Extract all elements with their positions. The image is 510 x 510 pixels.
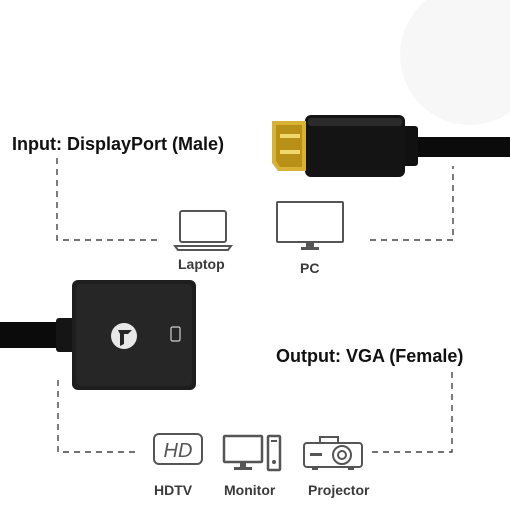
pc-label: PC — [300, 260, 320, 276]
hdtv-label: HDTV — [154, 482, 193, 498]
input-dashed-bracket — [56, 158, 454, 241]
laptop-icon — [173, 210, 233, 251]
output-dashed-bracket — [57, 372, 453, 453]
monitor-label: Monitor — [224, 482, 276, 498]
vga-adapter — [0, 280, 196, 390]
svg-text:HD: HD — [164, 440, 193, 462]
input-heading: Input: DisplayPort (Male) — [12, 134, 225, 154]
projector-icon — [303, 436, 363, 470]
background-glow — [400, 0, 510, 125]
laptop-label: Laptop — [178, 256, 225, 272]
pc-monitor-icon — [276, 201, 344, 250]
projector-label: Projector — [308, 482, 370, 498]
hdtv-icon: HD — [153, 433, 203, 465]
monitor-icon — [222, 434, 282, 472]
output-heading: Output: VGA (Female) — [276, 346, 464, 366]
displayport-cable — [272, 115, 510, 177]
